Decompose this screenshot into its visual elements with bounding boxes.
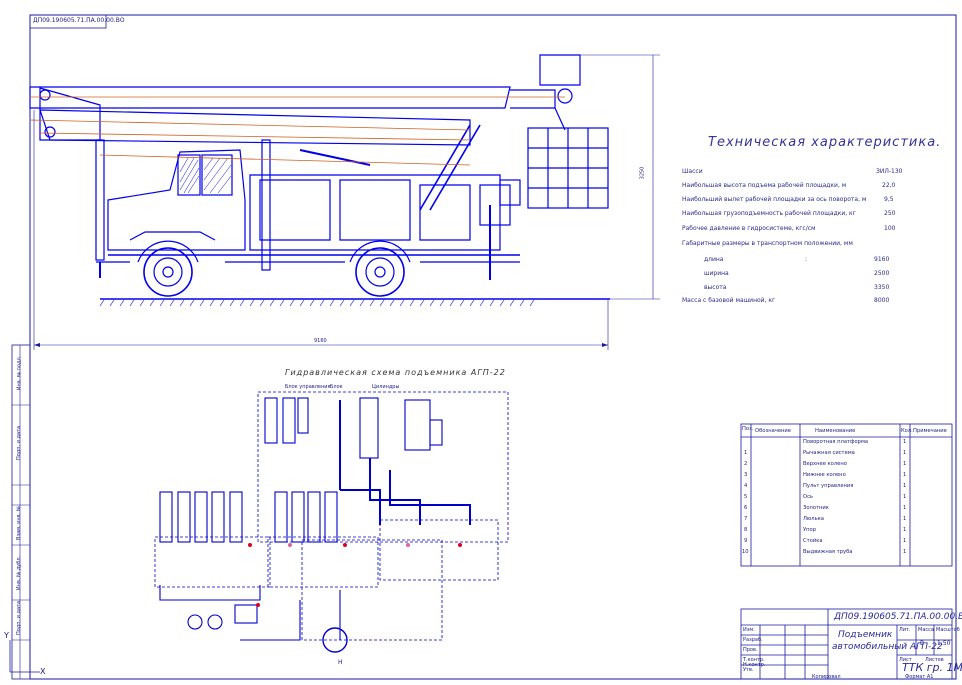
code-box: [29, 14, 107, 29]
footer-right: Формат А1: [905, 674, 934, 680]
role-label: Н.контр.: [743, 662, 766, 668]
role-label: Изм.: [743, 627, 755, 633]
spec-title: Техническая характеристика.: [708, 135, 942, 150]
hydro-group-2: Блок: [330, 384, 343, 390]
spec-value: 3350: [874, 284, 890, 291]
truck-platform: [249, 174, 501, 251]
scale-label: Масштаб: [936, 627, 960, 633]
mass-label: Масса: [918, 627, 934, 633]
dim-height: 3250: [639, 166, 646, 180]
spec-label: Наибольшая грузоподъемность рабочей площ…: [682, 210, 856, 217]
org-label: ТТК гр. 1М4: [902, 661, 962, 674]
table-row: 10 Выдвижная труба 1: [742, 549, 907, 555]
table-row: 2 Верхнее колено 1: [744, 461, 907, 467]
footer-left: Копировал: [812, 674, 841, 680]
hydro-title: Гидравлическая схема подъемника АГП-22: [285, 368, 506, 377]
parts-table: Поз. Обозначение Наименование Кол. Приме…: [741, 424, 952, 566]
role-label: Утв.: [743, 667, 754, 673]
role-label: Т.контр.: [743, 657, 765, 663]
col-header: Обозначение: [755, 428, 791, 434]
axis-x-label: X: [40, 667, 46, 676]
spec-label: высота: [704, 284, 727, 291]
role-label: Разраб.: [743, 637, 763, 643]
sheet-value: В: [920, 640, 925, 647]
basket: [527, 127, 609, 209]
table-row: Поворотная платформа 1: [803, 439, 907, 445]
truck-drawing: [95, 139, 521, 297]
side-label-3: Взам. инв. №: [15, 506, 22, 540]
hydro-group-3: Цилиндры: [372, 384, 400, 390]
col-header: Поз.: [742, 426, 754, 432]
hydro-markers: [248, 543, 462, 607]
axis-y-label: Y: [4, 631, 9, 640]
col-header: Наименование: [815, 428, 856, 434]
table-row: 6 Золотник 1: [744, 505, 907, 511]
sheets-label: Листов: [925, 657, 944, 663]
pump-label: Н: [338, 659, 343, 666]
spec-value: 100: [884, 225, 896, 232]
spec-value: 8000: [874, 297, 890, 304]
scale-value: 1:50: [937, 640, 951, 647]
table-row: 9 Стойка 1: [744, 538, 907, 544]
boom: [29, 54, 581, 211]
spec-value: 22,0: [882, 182, 896, 189]
side-label-1: Инв. № подл.: [16, 355, 23, 391]
spec-value: 250: [884, 210, 896, 217]
table-row: 3 Нижнее колено 1: [744, 472, 907, 478]
sheet-label: Лист: [899, 657, 912, 663]
side-label-4: Инв. № дубл.: [16, 555, 23, 591]
doc-number: ДП09.190605.71.ПА.00.00.ВО: [834, 612, 962, 622]
parts-table-frame: [740, 423, 953, 567]
outer-frame: [29, 14, 957, 680]
hydraulic-schematic: [154, 391, 509, 653]
lit-label: Лит.: [899, 627, 911, 633]
product-name-1: Подъемник: [838, 630, 893, 640]
spec-value: 2500: [874, 270, 890, 277]
spec-value: ЗИЛ-130: [876, 168, 903, 175]
spec-label: Габаритные размеры в транспортном положе…: [682, 240, 853, 247]
table-row: 1 Рычажная система 1: [744, 450, 907, 456]
spec-label: Наибольшая высота подъема рабочей площад…: [682, 182, 847, 189]
sheet-code: ДП09.190605.71.ПА.00.00.ВО: [33, 17, 125, 24]
table-row: 8 Упор 1: [744, 527, 907, 533]
side-label-2: Подп. и дата: [16, 425, 23, 461]
spec-label: длина: [704, 256, 724, 263]
table-row: 7 Люлька 1: [744, 516, 907, 522]
left-strip: [11, 344, 31, 680]
spec-label: Шасси: [682, 168, 703, 175]
table-row: 5 Ось 1: [744, 494, 907, 500]
product-name-2: автомобильный АГП-22: [832, 642, 943, 652]
dimension-lines: [33, 54, 660, 350]
title-block-frame: [740, 608, 953, 680]
spec-label: Масса с базовой машиной, кг: [682, 297, 776, 304]
hydro-group-1: Блок управления: [285, 384, 331, 390]
front-wheel: [143, 247, 193, 297]
spec-label: Рабочее давление в гидросистеме, кгс/см: [682, 225, 816, 232]
col-header: Примечание: [913, 428, 947, 434]
spec-label: Наибольший вылет рабочей площадки за ось…: [682, 196, 867, 203]
rear-wheel: [355, 247, 405, 297]
spec-value: 9,5: [884, 196, 894, 203]
table-row: 4 Пульт управления 1: [744, 483, 907, 489]
spec-sep: :: [805, 256, 808, 263]
col-header: Кол.: [901, 428, 913, 434]
spec-label: ширина: [704, 270, 729, 277]
side-label-5: Подп. и дата: [16, 600, 23, 636]
truck-cab: [107, 149, 246, 251]
role-label: Пров.: [743, 647, 758, 653]
dim-length: 9160: [314, 338, 327, 344]
axis-marker: [9, 640, 40, 673]
spec-value: 9160: [874, 256, 890, 263]
